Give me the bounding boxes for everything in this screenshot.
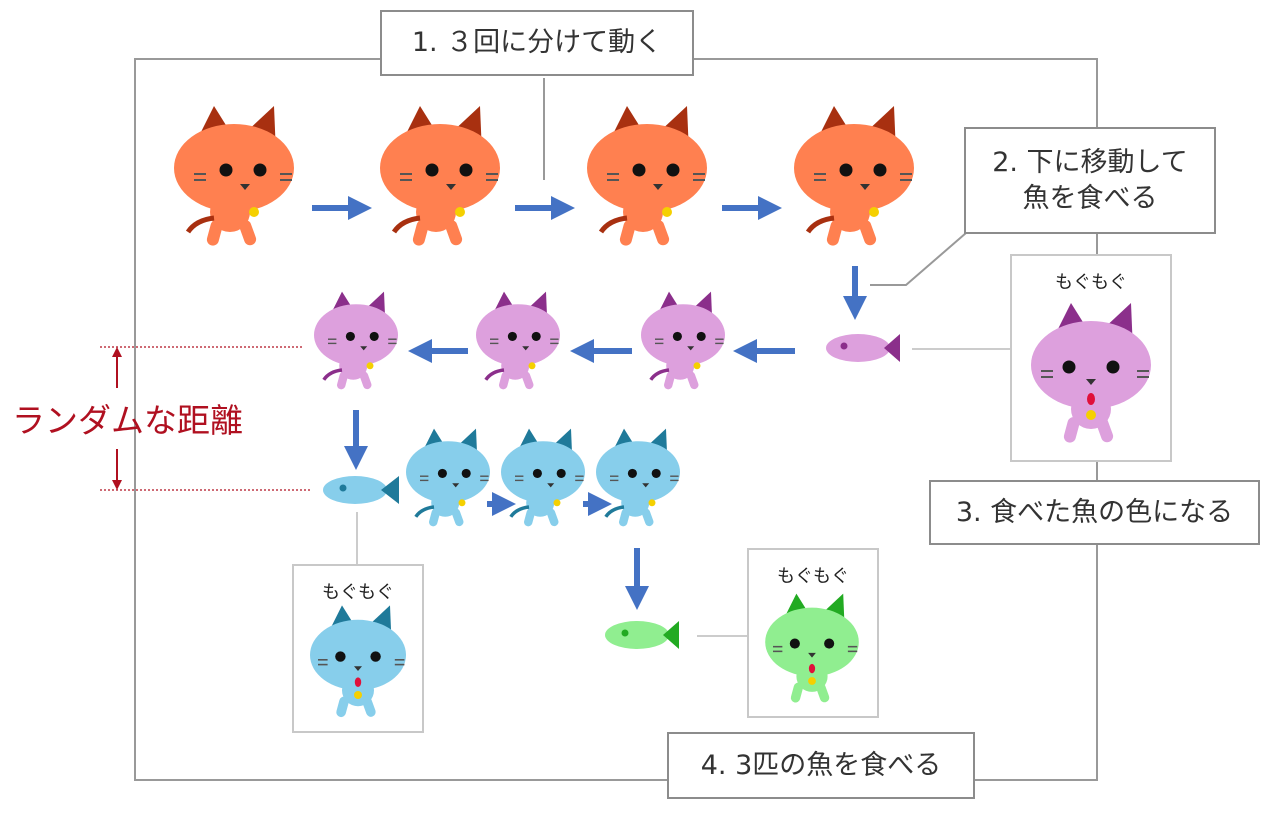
step4-text: 4. 3匹の魚を食べる (700, 749, 942, 781)
cats-layer (174, 106, 914, 527)
eating-frame-green: もぐもぐ (747, 548, 879, 718)
eating-frame-blue: もぐもぐ (292, 564, 424, 733)
fish-blue (323, 476, 399, 504)
step2-callout: 2. 下に移動して 魚を食べる (964, 127, 1216, 234)
blue-cat-1 (406, 428, 490, 527)
blue-cat-2 (501, 428, 585, 527)
blue-cat-3 (596, 428, 680, 527)
eating-caption-purple: もぐもぐ (1055, 272, 1127, 293)
random-distance-label: ランダムな距離 (12, 401, 243, 440)
purple-cat-2 (476, 291, 560, 390)
orange-cat-1 (174, 106, 294, 246)
eating-caption-blue: もぐもぐ (322, 582, 394, 603)
orange-cat-4 (794, 106, 914, 246)
step3-text: 3. 食べた魚の色になる (955, 496, 1234, 528)
step1-callout: 1. ３回に分けて動く (380, 10, 694, 76)
step1-text: 1. ３回に分けて動く (411, 27, 663, 59)
purple-cat-1 (314, 291, 398, 390)
fish-green (605, 621, 679, 649)
orange-cat-3 (587, 106, 707, 246)
step3-callout: 3. 食べた魚の色になる (929, 480, 1260, 545)
step2-text-line1: 2. 下に移動して (992, 147, 1188, 179)
move-arrows (312, 196, 867, 610)
orange-cat-2 (380, 106, 500, 246)
eating-caption-green: もぐもぐ (777, 566, 849, 587)
step2-text-line2: 魚を食べる (1022, 182, 1158, 214)
step2-connector (870, 232, 967, 286)
eating-frame-purple: もぐもぐ (1010, 254, 1172, 462)
purple-cat-3 (641, 291, 725, 390)
fish-purple (826, 334, 900, 362)
step4-callout: 4. 3匹の魚を食べる (667, 732, 975, 799)
